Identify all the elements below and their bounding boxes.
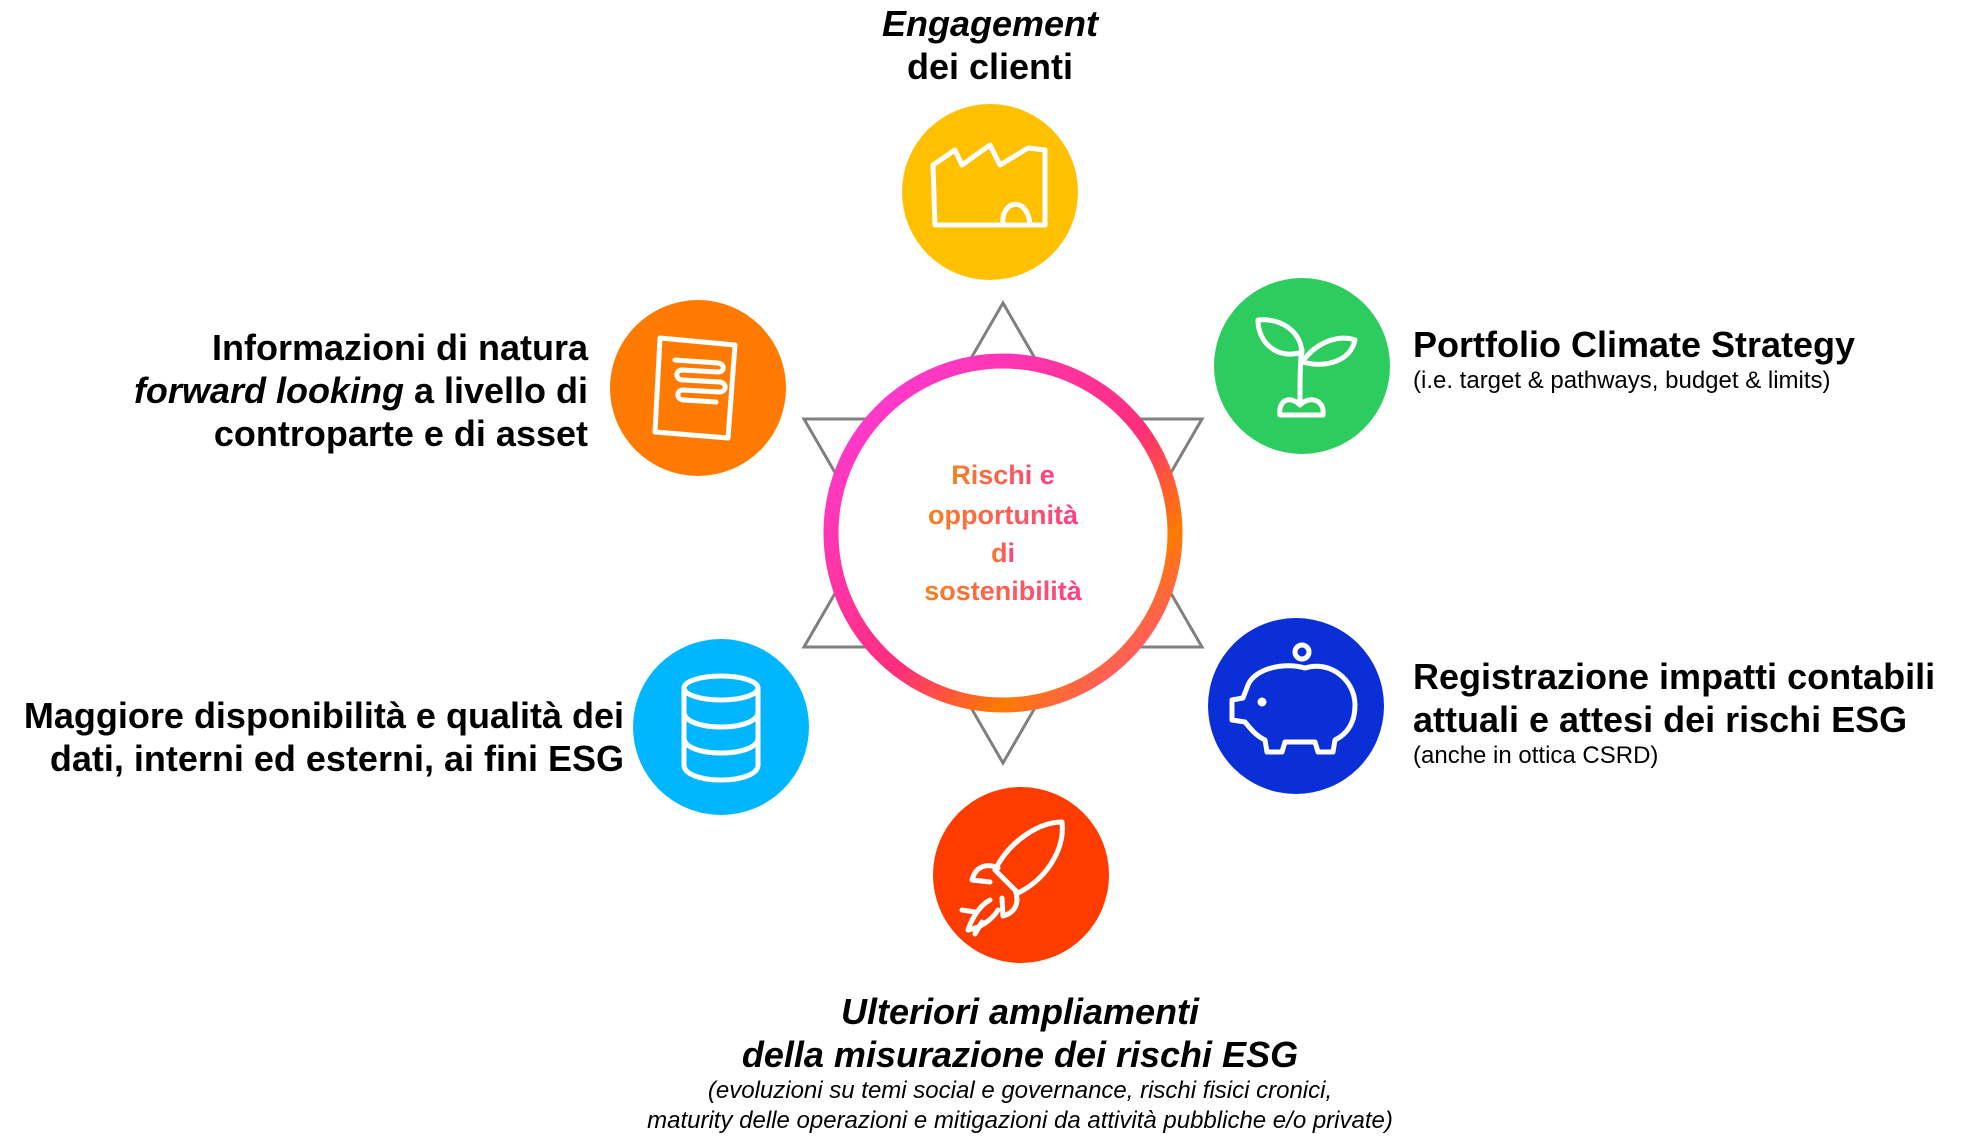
registrazione-circle <box>1208 618 1384 794</box>
rocket-icon <box>959 819 1065 937</box>
portfolio-title: Portfolio Climate Strategy <box>1413 324 1856 365</box>
piggy-bank-icon <box>1229 642 1358 755</box>
label-informazioni: Informazioni di natura forward looking a… <box>0 326 588 455</box>
node-portfolio <box>1214 278 1390 454</box>
node-maggiore <box>633 639 809 815</box>
ulteriori-subtitle-line2: maturity delle operazioni e mitigazioni … <box>647 1107 1393 1134</box>
ulteriori-subtitle-line1: (evoluzioni su temi social e governance,… <box>707 1077 1333 1104</box>
center-line-1: Rischi e <box>951 460 1055 490</box>
center-ring <box>823 353 1183 713</box>
informazioni-title-line2: forward looking a livello di <box>0 369 588 412</box>
registrazione-subtitle: (anche in ottica CSRD) <box>1413 742 1659 769</box>
center-line-3: di <box>991 538 1015 568</box>
maggiore-title-line1: Maggiore disponibilità e qualità dei <box>23 695 624 736</box>
document-icon <box>652 335 738 441</box>
center-line-4: sostenibilità <box>924 576 1083 606</box>
registrazione-title-line2: attuali e attesi dei rischi ESG <box>1413 699 1908 740</box>
factory-icon <box>930 142 1048 228</box>
node-informazioni <box>610 300 786 476</box>
label-engagement: Engagement dei clienti <box>840 2 1140 88</box>
label-portfolio: Portfolio Climate Strategy (i.e. target … <box>1413 323 1953 396</box>
center-label: Rischi e opportunità di sostenibilità <box>924 460 1083 606</box>
informazioni-title-line2-rest: a livello di <box>403 370 588 411</box>
center-line-2: opportunità <box>928 500 1079 530</box>
portfolio-subtitle: (i.e. target & pathways, budget & limits… <box>1413 367 1831 394</box>
sprout-icon <box>1255 317 1358 418</box>
label-registrazione: Registrazione impatti contabili attuali … <box>1413 655 1953 771</box>
engagement-circle <box>902 104 1078 280</box>
node-registrazione <box>1208 618 1384 794</box>
node-engagement <box>902 104 1078 280</box>
center-fill <box>831 361 1175 705</box>
informazioni-title-line2-italic: forward looking <box>133 370 404 411</box>
ulteriori-circle <box>933 787 1109 963</box>
database-icon <box>681 673 761 783</box>
informazioni-circle <box>610 300 786 476</box>
label-ulteriori: Ulteriori ampliamenti della misurazione … <box>520 990 1520 1136</box>
informazioni-title-line1: Informazioni di natura <box>211 327 588 368</box>
registrazione-title-line1: Registrazione impatti contabili <box>1413 656 1936 697</box>
ulteriori-title-line2: della misurazione dei rischi ESG <box>741 1034 1299 1075</box>
maggiore-title-line2: dati, interni ed esterni, ai fini ESG <box>49 738 624 779</box>
node-ulteriori <box>933 787 1109 963</box>
ulteriori-title-line1: Ulteriori ampliamenti <box>840 991 1200 1032</box>
informazioni-title-line3: controparte e di asset <box>213 413 588 454</box>
engagement-title-line2: dei clienti <box>906 46 1074 87</box>
engagement-title-line1: Engagement <box>881 3 1099 44</box>
label-maggiore: Maggiore disponibilità e qualità dei dat… <box>0 694 624 780</box>
